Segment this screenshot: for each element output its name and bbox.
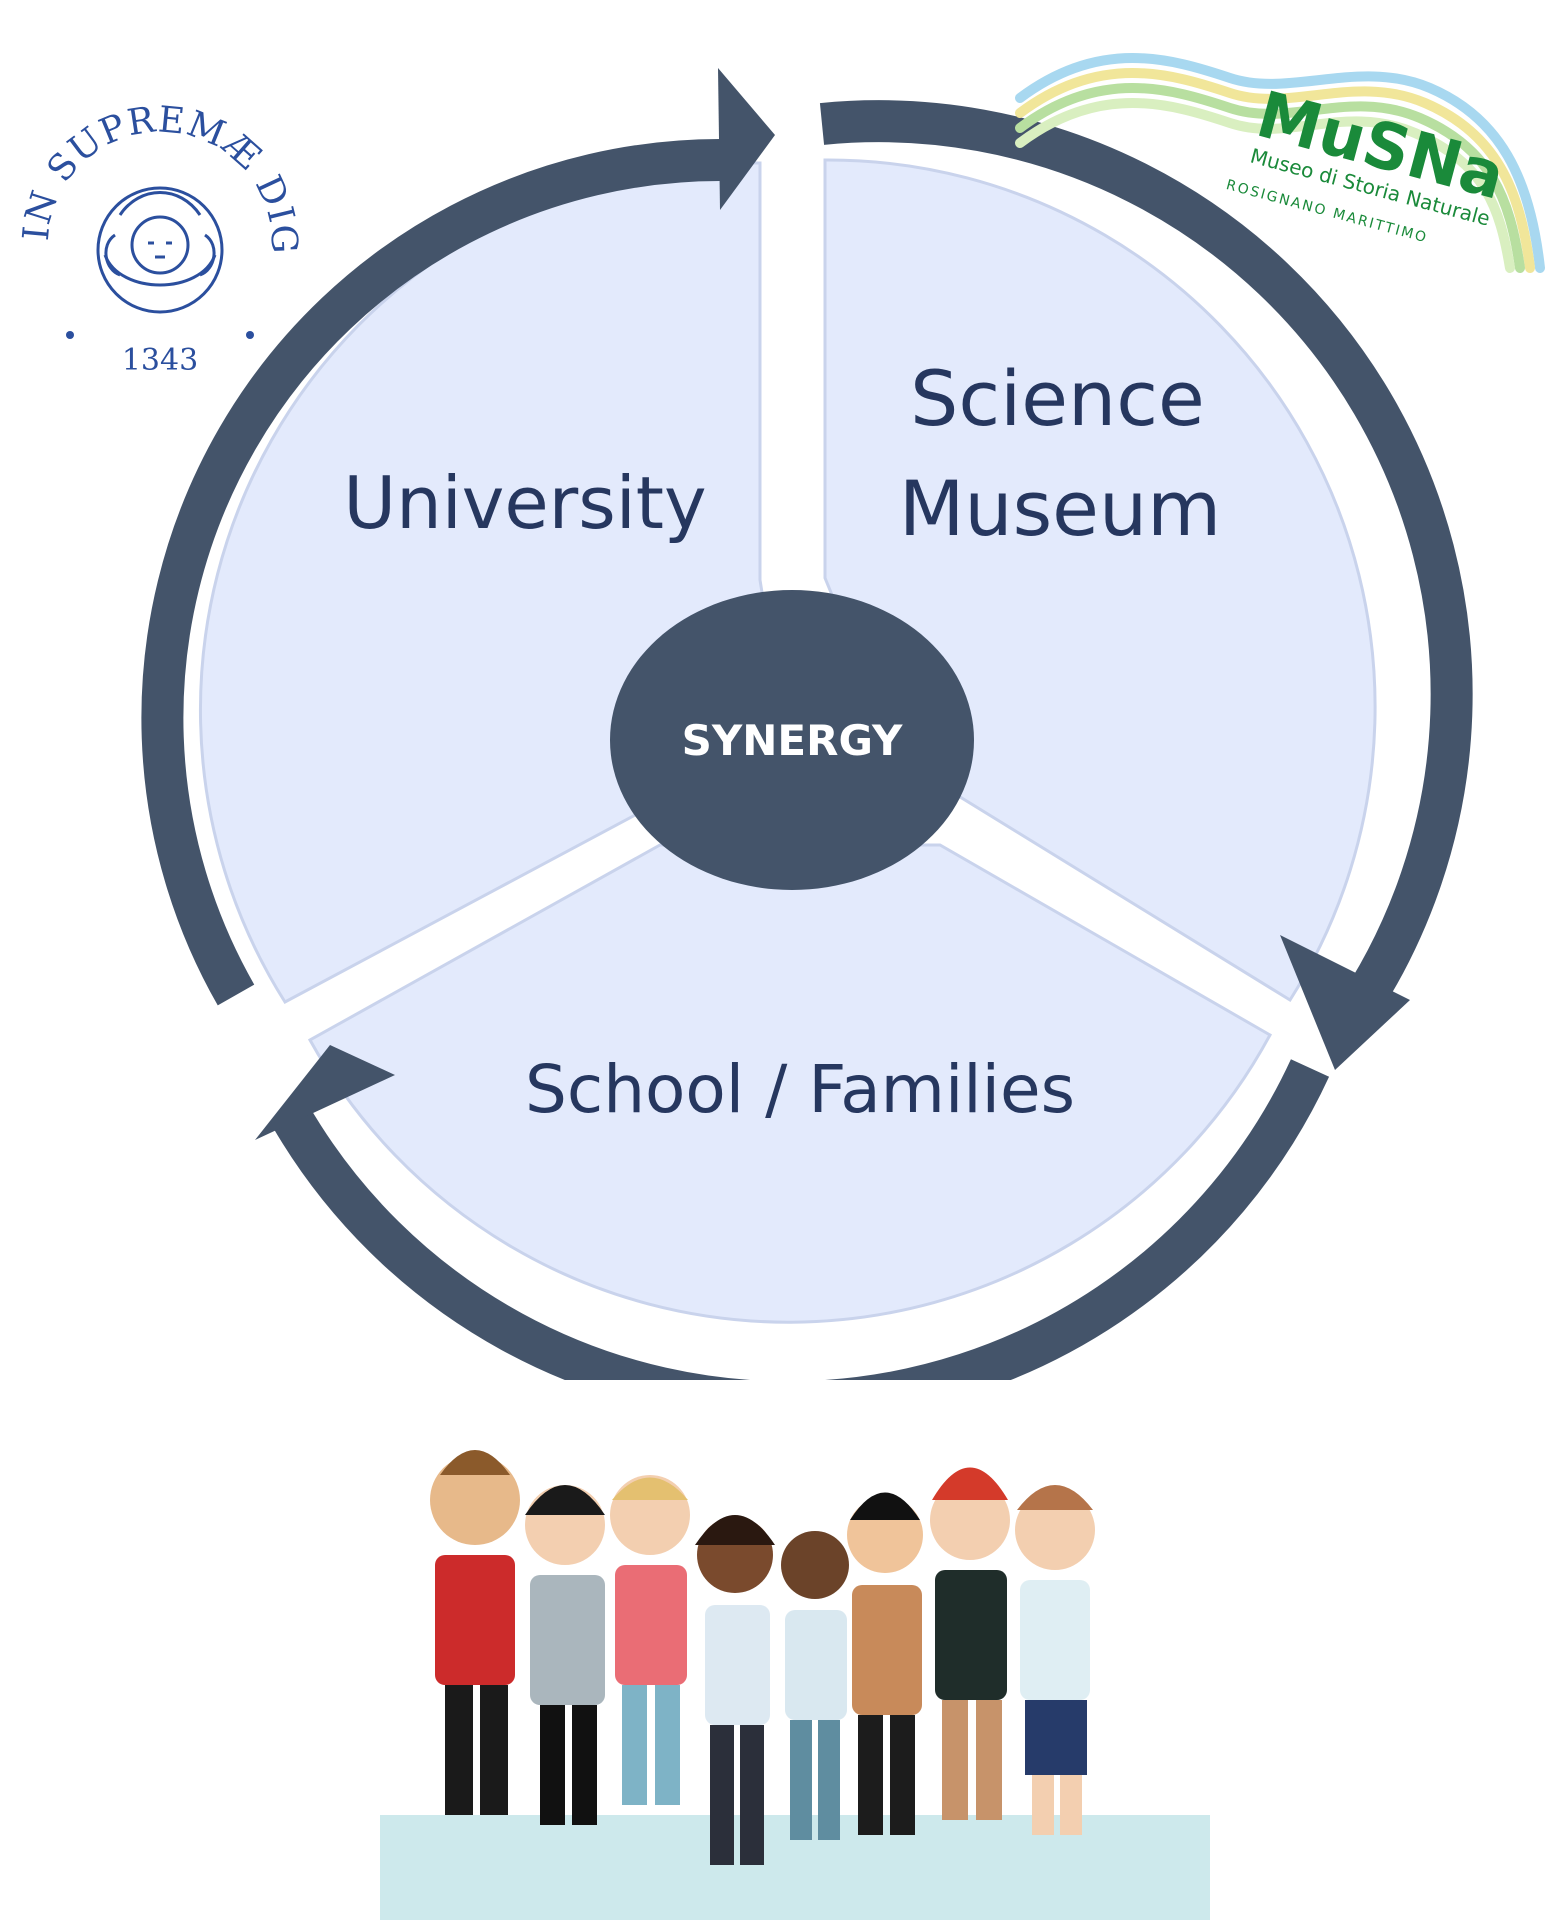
person-icon <box>430 1450 1095 1865</box>
arrow-head-top <box>718 68 775 210</box>
segment-university-label: University <box>343 461 706 545</box>
arrow-head-right <box>1280 935 1410 1070</box>
arrow-school-to-university <box>271 1059 1330 1380</box>
arrow-head-left <box>255 1045 395 1140</box>
synergy-hub: SYNERGY <box>610 590 974 890</box>
segment-science-museum-label: Science Museum <box>899 354 1221 553</box>
synergy-label: SYNERGY <box>682 716 903 765</box>
segment-school-families: School / Families <box>307 843 1273 1324</box>
seal-emblem <box>96 186 224 314</box>
segment-school-families-label: School / Families <box>525 1051 1075 1128</box>
cycle-diagram: University Science Museum School / Famil… <box>141 68 1473 1380</box>
university-seal-logo: IN SUPREMÆ DIGNITATIS 1343 <box>10 95 304 378</box>
seal-year: 1343 <box>122 343 198 378</box>
arrow-heads <box>255 68 1410 1140</box>
seal-motto: IN SUPREMÆ DIGNITATIS <box>10 95 304 255</box>
people-illustration <box>380 1450 1210 1920</box>
arrow-university-to-museum <box>141 139 721 1006</box>
musna-logo: MuSNa Museo di Storia Naturale ROSIGNANO… <box>1015 53 1545 273</box>
musna-waves <box>1015 53 1545 273</box>
